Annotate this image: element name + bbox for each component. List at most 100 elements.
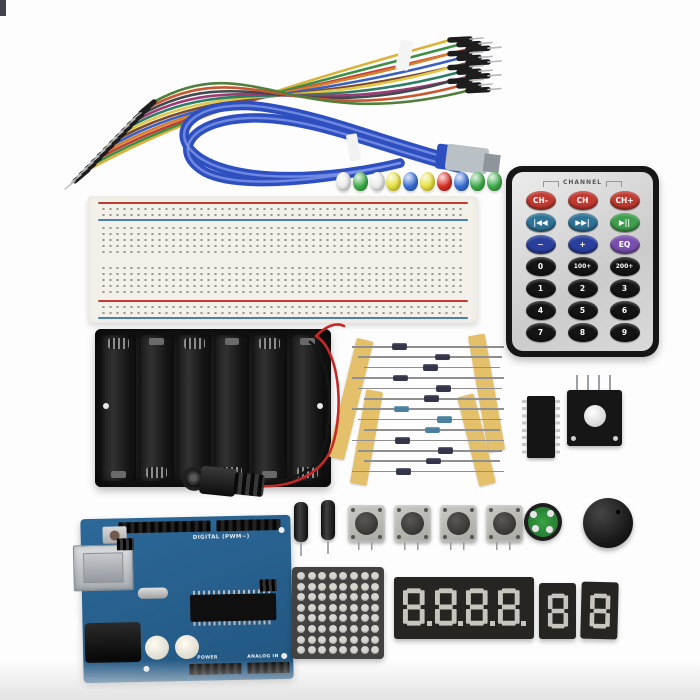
matrix-dot [349, 603, 358, 612]
matrix-dot [349, 582, 358, 591]
matrix-dot [349, 572, 358, 580]
matrix-dot [360, 646, 369, 655]
resistor-body [438, 447, 453, 454]
matrix-dot [318, 646, 327, 655]
corner-pin [470, 535, 474, 539]
corner-pin [489, 535, 493, 539]
matrix-dot [318, 582, 327, 591]
matrix-dot [297, 646, 305, 655]
seven-segment-1digit [580, 581, 619, 640]
display-single-left-digits [539, 583, 576, 639]
matrix-dot [360, 614, 369, 623]
arduino-uno-board: DIGITAL (PWM~) POWER ANALOG IN [72, 514, 294, 684]
pcb-hole [613, 436, 618, 441]
atmega-chip [189, 593, 277, 622]
push-button-row [348, 505, 523, 550]
spring-contact [297, 467, 319, 478]
contact-plate [224, 338, 240, 345]
matrix-dot [360, 582, 369, 591]
matrix-dot [371, 572, 380, 580]
contact-plate [148, 338, 164, 345]
resistor-lead [352, 437, 504, 444]
corner-pin [516, 508, 520, 512]
matrix-dot [360, 635, 369, 644]
matrix-dot [339, 635, 348, 644]
resistor-body [392, 343, 407, 350]
spring-contact [107, 338, 129, 349]
resistor-assortment [327, 332, 523, 487]
matrix-dot [339, 603, 348, 612]
matrix-dot [328, 582, 337, 591]
matrix-dot [307, 624, 316, 633]
electrolytic-cap [174, 634, 200, 660]
seven-segment-digit [497, 586, 521, 628]
matrix-dot [339, 572, 348, 580]
corner-pin [351, 508, 355, 512]
matrix-dot [339, 646, 348, 655]
resistor-body [435, 353, 450, 361]
battery-slot [252, 335, 288, 481]
matrix-dot [318, 572, 327, 580]
matrix-dot [328, 603, 337, 612]
digital-header [216, 519, 281, 532]
corner-pin [443, 508, 447, 512]
battery-cells [101, 335, 325, 481]
remote-button-6: 6 [609, 301, 640, 320]
matrix-dot [360, 603, 369, 612]
terminal-holes-lower [100, 265, 466, 294]
led-matrix-grid [297, 572, 380, 655]
rgb-led-module [567, 375, 622, 446]
matrix-dot [371, 624, 380, 633]
matrix-dot [318, 635, 327, 644]
remote-button-CH-: CH- [525, 191, 556, 210]
battery-slot [214, 335, 250, 481]
led-2 [369, 172, 385, 191]
matrix-dot [307, 582, 316, 591]
power-header [189, 662, 242, 675]
solder-dot [547, 510, 554, 517]
matrix-dot [318, 603, 327, 612]
button-cap [447, 512, 470, 535]
buzzer-top-view [583, 498, 633, 548]
analog-header [247, 661, 290, 674]
matrix-dot [339, 582, 348, 591]
capacitor [321, 500, 335, 554]
battery-slot [101, 335, 136, 481]
seven-segment-digit [465, 586, 489, 628]
resistor-body [425, 426, 440, 434]
matrix-dot [339, 614, 348, 623]
matrix-dot [371, 603, 380, 612]
mount-hole [281, 652, 288, 660]
led-6 [436, 172, 452, 191]
usb-b-port [72, 544, 134, 592]
display-single-right-digits [580, 582, 618, 640]
seven-segment-digit [402, 586, 426, 628]
resistor-lead [352, 468, 504, 475]
digital-header [118, 520, 211, 534]
matrix-dot [371, 646, 380, 655]
battery-slot [138, 335, 174, 481]
terminal-holes-upper [100, 225, 466, 254]
resistor-body [437, 416, 452, 423]
matrix-dot [328, 646, 337, 655]
contact-plate [111, 471, 126, 478]
power-rail-blue-top [98, 219, 468, 221]
remote-button-▶▶|: ▶▶| [567, 213, 598, 232]
resistor-body [424, 395, 439, 402]
matrix-dot [307, 603, 316, 612]
led-5 [420, 172, 435, 191]
remote-button-100+: 100+ [567, 257, 598, 276]
button-cap [355, 512, 378, 535]
decimal-point [458, 621, 463, 626]
led-8 [470, 172, 486, 191]
push-button [486, 505, 523, 550]
matrix-dot [371, 593, 380, 602]
corner-pin [424, 535, 428, 539]
corner-pin [397, 508, 401, 512]
resistor-lead [358, 353, 502, 361]
matrix-dot [360, 624, 369, 633]
push-button [348, 505, 385, 550]
led-dot-matrix [292, 567, 385, 660]
